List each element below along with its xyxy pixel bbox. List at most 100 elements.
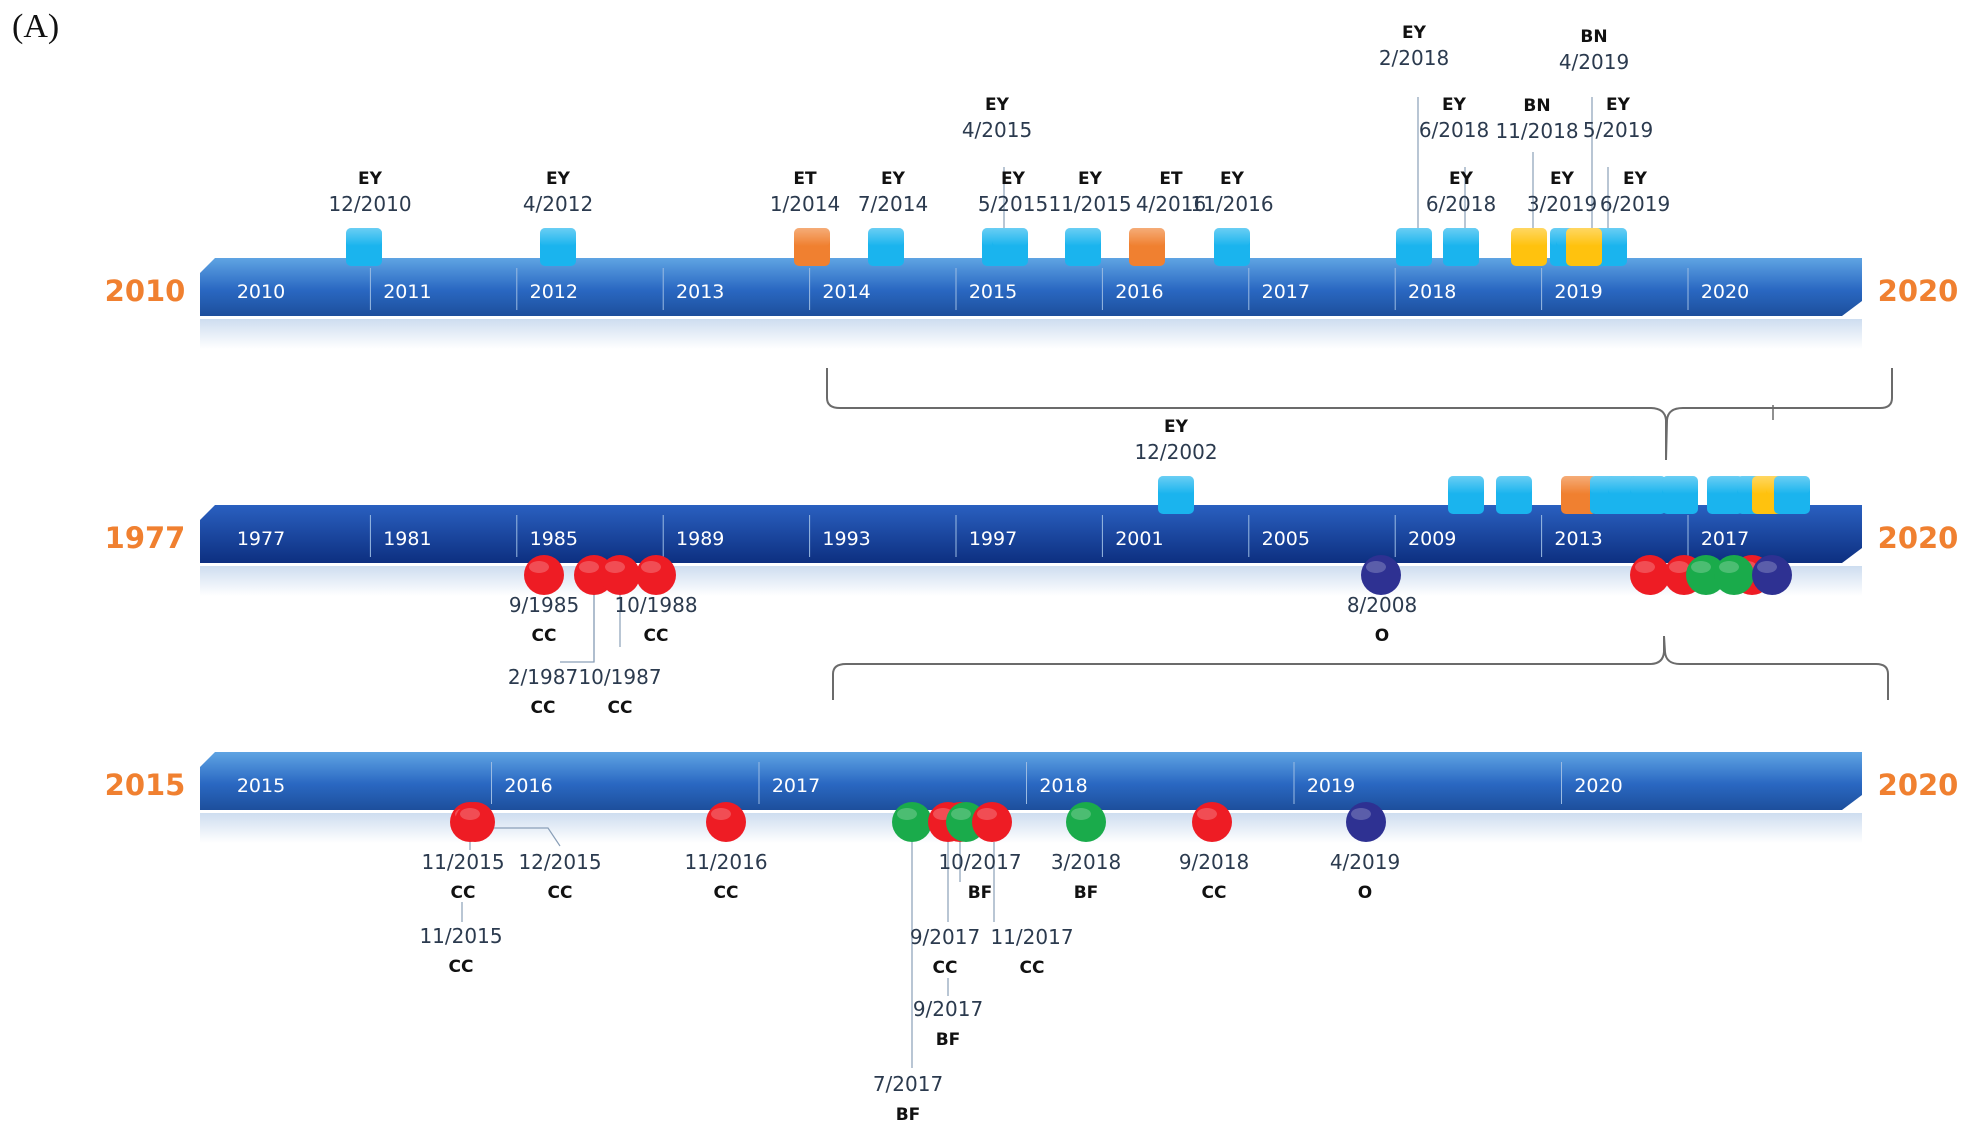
event-date: 4/2016	[1136, 192, 1206, 216]
event-date: 1/2014	[770, 192, 840, 216]
tick-label: 2017	[1701, 528, 1749, 550]
event-marker-ey	[1448, 476, 1484, 514]
event-marker-ey	[868, 228, 904, 266]
event-date: 9/2017	[910, 925, 980, 949]
tick-label: 1993	[822, 528, 870, 550]
timeline-reflection	[200, 566, 1862, 596]
event-code: CC	[933, 958, 958, 978]
timeline-start-year: 1977	[105, 521, 186, 555]
event-code: BF	[936, 1030, 961, 1050]
event-code: CC	[532, 626, 557, 646]
tick-label: 2020	[1701, 281, 1749, 303]
timeline-start-year: 2010	[105, 274, 186, 308]
event-date: 11/2018	[1495, 119, 1578, 143]
tick-label: 2015	[969, 281, 1017, 303]
event-code: EY	[1402, 23, 1427, 43]
event-code: BN	[1580, 27, 1607, 47]
event-marker-ey	[1662, 476, 1698, 514]
tick-label: 2005	[1262, 528, 1310, 550]
tick-label: 2019	[1554, 281, 1602, 303]
event-leader-line	[480, 827, 561, 847]
tick-label: 2015	[237, 775, 285, 797]
event-code: EY	[985, 95, 1010, 115]
event-code: O	[1375, 626, 1389, 646]
event-code: BF	[896, 1105, 921, 1125]
event-marker-ey	[346, 228, 382, 266]
event-date: 6/2018	[1426, 192, 1496, 216]
timeline-start-year: 2015	[105, 768, 186, 802]
event-date: 11/2017	[990, 925, 1073, 949]
event-code: EY	[881, 169, 906, 189]
tick-label: 2020	[1574, 775, 1622, 797]
event-date: 5/2019	[1583, 118, 1653, 142]
event-date: 11/2016	[684, 850, 767, 874]
event-marker-bf	[1714, 555, 1754, 595]
event-code: EY	[1550, 169, 1575, 189]
event-marker-et	[1561, 476, 1597, 514]
event-code: ET	[1159, 169, 1183, 189]
event-code: EY	[1220, 169, 1245, 189]
tick-label: 2014	[822, 281, 870, 303]
event-code: EY	[358, 169, 383, 189]
event-date: 9/2018	[1179, 850, 1249, 874]
event-date: 3/2018	[1051, 850, 1121, 874]
event-marker-cc	[706, 802, 746, 842]
event-code: EY	[1164, 417, 1189, 437]
event-date: 8/2008	[1347, 593, 1417, 617]
timeline-end-year: 2020	[1878, 521, 1959, 555]
event-date: 5/2015	[978, 192, 1048, 216]
event-marker-ey	[1396, 228, 1432, 266]
event-marker-bf	[892, 802, 932, 842]
event-marker-ey	[1774, 476, 1810, 514]
event-date: 6/2019	[1600, 192, 1670, 216]
event-marker-ey	[1214, 228, 1250, 266]
event-code: CC	[1020, 958, 1045, 978]
event-date: 7/2017	[873, 1072, 943, 1096]
event-date: 4/2019	[1559, 50, 1629, 74]
tick-label: 2017	[772, 775, 820, 797]
event-date: 4/2015	[962, 118, 1032, 142]
tick-label: 2012	[530, 281, 578, 303]
tick-label: 2010	[237, 281, 285, 303]
event-code: O	[1358, 883, 1372, 903]
event-date: 11/2016	[1190, 192, 1273, 216]
event-date: 4/2019	[1330, 850, 1400, 874]
event-date: 4/2012	[523, 192, 593, 216]
event-code: CC	[449, 957, 474, 977]
timeline-bar	[200, 752, 1862, 810]
tick-label: 1985	[530, 528, 578, 550]
tick-label: 2001	[1115, 528, 1163, 550]
event-marker-bf	[1686, 555, 1726, 595]
event-code: CC	[714, 883, 739, 903]
event-marker-ey	[992, 228, 1028, 266]
event-marker-cc	[972, 802, 1012, 842]
event-date: 10/1987	[578, 665, 661, 689]
event-date: 6/2018	[1419, 118, 1489, 142]
event-marker-ey	[540, 228, 576, 266]
event-marker-o	[1361, 555, 1401, 595]
event-code: EY	[1623, 169, 1648, 189]
tick-label: 2016	[504, 775, 552, 797]
tick-label: 2018	[1039, 775, 1087, 797]
event-date: 7/2014	[858, 192, 928, 216]
event-code: CC	[1202, 883, 1227, 903]
timeline-bar	[200, 505, 1862, 563]
timeline-end-year: 2020	[1878, 274, 1959, 308]
event-code: CC	[548, 883, 573, 903]
event-marker-bf	[1066, 802, 1106, 842]
event-date: 12/2010	[328, 192, 411, 216]
event-marker-ey	[1443, 228, 1479, 266]
event-date: 12/2002	[1134, 440, 1217, 464]
event-date: 11/2015	[421, 850, 504, 874]
timeline-reflection	[200, 813, 1862, 843]
event-code: ET	[793, 169, 817, 189]
event-code: CC	[644, 626, 669, 646]
zoom-bracket	[832, 635, 1889, 700]
event-marker-ey	[1630, 476, 1666, 514]
tick-label: 2011	[383, 281, 431, 303]
event-code: BF	[968, 883, 993, 903]
panel-label: (A)	[12, 8, 60, 45]
event-marker-bn	[1566, 228, 1602, 266]
event-marker-ey	[1496, 476, 1532, 514]
